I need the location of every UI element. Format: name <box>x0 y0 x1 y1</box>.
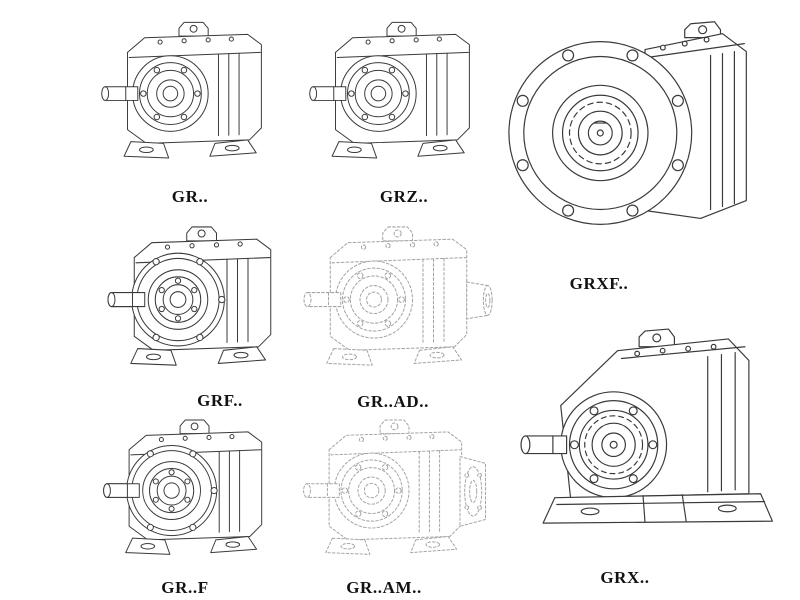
gearbox-line-art-ghost <box>290 404 494 578</box>
product-label-grf: GRF.. <box>197 391 243 410</box>
gearbox-line-art <box>496 0 794 270</box>
gearbox-line-art <box>90 404 294 578</box>
product-label-grx: GRX.. <box>600 568 650 587</box>
product-label-grz: GRZ.. <box>379 187 429 206</box>
gearbox-drawing-grxf <box>496 0 794 270</box>
product-label-gr-ad: GR..AD.. <box>357 392 429 411</box>
gearbox-drawing-grz <box>296 2 502 186</box>
gearbox-line-art <box>94 210 304 390</box>
gearbox-line-art <box>296 2 502 186</box>
gearbox-drawing-gr-am <box>290 404 494 578</box>
product-label-gr-f: GR..F <box>161 578 209 597</box>
gearbox-drawing-grf <box>94 210 304 390</box>
gearbox-line-art-ghost <box>290 210 500 390</box>
gearbox-line-art <box>498 298 792 566</box>
gearbox-drawing-grx <box>498 298 792 566</box>
product-label-gr-am: GR..AM.. <box>346 578 422 597</box>
gearbox-drawing-gr <box>88 2 294 186</box>
product-label-gr: GR.. <box>171 187 209 206</box>
product-label-grxf: GRXF.. <box>569 274 629 293</box>
gearbox-line-art <box>88 2 294 186</box>
gearbox-drawing-gr-f <box>90 404 294 578</box>
gearbox-drawing-gr-ad <box>290 210 500 390</box>
